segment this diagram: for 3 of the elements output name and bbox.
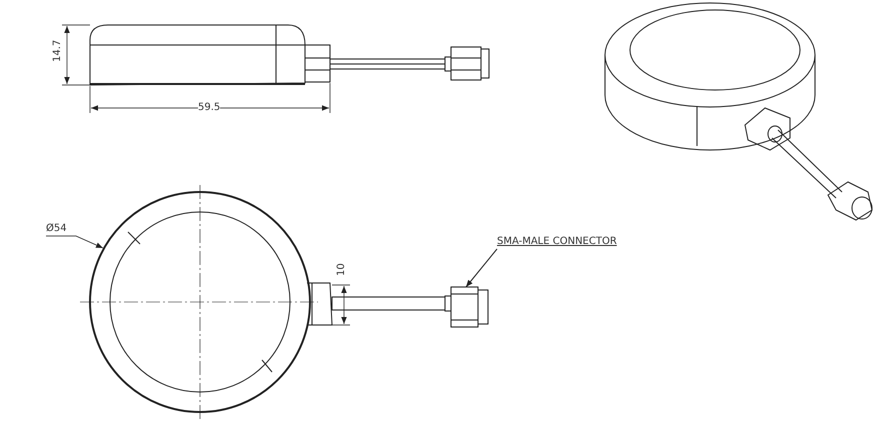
connector-drawing (444, 286, 488, 328)
leader-line (466, 248, 498, 288)
callout-text: SMA-MALE CONNECTOR (497, 236, 617, 248)
